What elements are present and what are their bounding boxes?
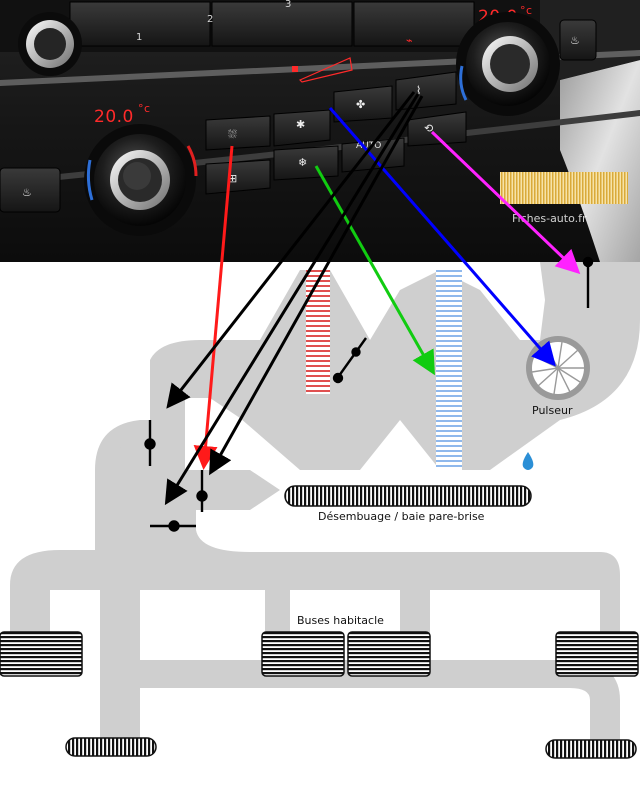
max-defrost-icon: ⛆: [228, 128, 237, 141]
recirculation-button[interactable]: [407, 111, 467, 147]
fan-small-red-icon: [292, 66, 298, 72]
pollen-filter: [500, 172, 628, 204]
defrost-flap-pivot: [196, 490, 208, 502]
arrow-distribution-to-dash-flap: [166, 91, 416, 409]
blend-flap: [335, 337, 367, 381]
windshield-vent-grille: [284, 485, 532, 507]
dashboard-flap-pivot: [144, 438, 156, 450]
drain-pipe: [478, 420, 520, 452]
evaporator: [436, 270, 462, 470]
control-arrows: [164, 91, 581, 506]
arrow-recirc-to-flap: [430, 130, 581, 275]
left-temperature-unit: °c: [138, 102, 151, 115]
label-buses-habitacle: Buses habitacle: [297, 614, 384, 627]
right-seat-heater-icon: ♨: [570, 34, 580, 47]
flaps: [144, 256, 594, 532]
blend-flap-pivot-lower: [332, 372, 344, 384]
left-temperature-knob[interactable]: [84, 124, 198, 236]
ac-snowflake-icon: ❄: [298, 156, 307, 169]
left-volume-knob[interactable]: [18, 12, 82, 76]
right-cold-indicator: [459, 65, 468, 101]
preset-button-2[interactable]: [211, 1, 353, 47]
ac-button[interactable]: [273, 145, 339, 181]
recirculation-flap-pivot: [582, 256, 594, 268]
max-defrost-button[interactable]: [205, 115, 271, 151]
vent-grille-center-right: [347, 631, 431, 677]
heater-core: [306, 268, 330, 394]
water-drop-icon: [522, 452, 534, 470]
heated-seat-indicator-icon: ⌁: [406, 34, 413, 47]
preset-label-1: 1: [136, 32, 142, 43]
left-seat-heater-icon: ♨: [22, 186, 32, 199]
preset-button-3[interactable]: [353, 1, 475, 47]
watermark-bottom: Fiches-auto.fr: [204, 524, 279, 537]
vent-grille-right: [555, 631, 639, 677]
rear-defrost-icon: ⊞: [228, 172, 237, 185]
foot-vent-grille-right: [545, 739, 637, 759]
panel-chrome-trim: [560, 60, 640, 262]
air-distribution-icon: ⌇: [416, 84, 421, 97]
vent-grille-center-left: [261, 631, 345, 677]
arrow-defrost-to-windshield: [193, 145, 234, 470]
fan-bar-indicator-icon: [298, 57, 353, 83]
arrow-ac-to-evaporator: [314, 165, 435, 376]
fan-small-icon: ✱: [296, 118, 305, 131]
fan-icon: ✤: [356, 98, 365, 111]
arrow-distribution-to-foot-flap: [164, 93, 420, 506]
watermark-top: Fiches-auto.fr: [512, 212, 587, 225]
arrow-distribution-to-defrost-flap: [209, 95, 424, 476]
left-hot-indicator: [186, 145, 198, 177]
air-distribution-button[interactable]: [395, 71, 457, 111]
right-seat-heater-button[interactable]: [559, 19, 597, 61]
preset-label-3: 3: [285, 0, 291, 10]
foot-vent-grille-left: [65, 737, 157, 757]
rear-defrost-button[interactable]: [205, 159, 271, 195]
right-temperature-knob[interactable]: [456, 12, 560, 116]
left-seat-heater-button[interactable]: [0, 167, 61, 213]
left-temperature-display: 20.0: [94, 107, 134, 127]
auto-label: AUTO: [356, 141, 381, 151]
right-temperature-unit: °c: [520, 4, 533, 17]
footwell-flap-pivot: [168, 520, 180, 532]
label-pulseur: Pulseur: [532, 404, 573, 417]
vent-grille-left: [0, 631, 83, 677]
preset-buttons: 1 2 3: [69, 0, 475, 47]
label-desembuage: Désembuage / baie pare-brise: [318, 510, 485, 523]
left-cold-indicator: [86, 159, 94, 201]
blend-flap-pivot-upper: [351, 347, 361, 357]
preset-label-2: 2: [207, 14, 213, 25]
recirculation-icon: ⟲: [424, 122, 433, 135]
preset-button-1[interactable]: [69, 1, 211, 47]
climate-control-panel: 1 2 3 20.0 °c 20.0 °c ⌁: [0, 0, 640, 262]
fan-decrease-button[interactable]: [273, 109, 331, 147]
